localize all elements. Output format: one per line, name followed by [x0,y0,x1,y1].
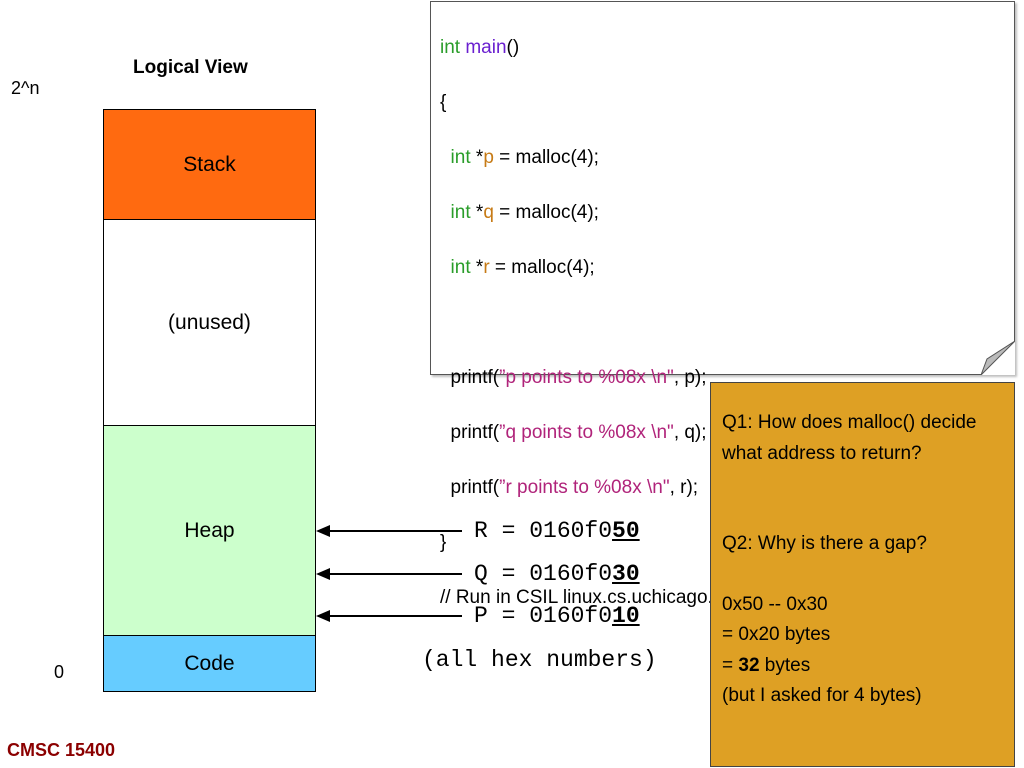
pointer-r-value: R = 0160f050 [474,518,640,544]
heap-label: Heap [184,518,235,542]
course-footer: CMSC 15400 [7,740,116,760]
code-line: int main() [440,36,520,58]
question-2: Q2: Why is there a gap? [722,533,927,554]
code-line: } [440,531,447,553]
pointer-row-q: Q = 0160f030 [316,559,640,589]
code-line: // Run in CSIL linux.cs.uchicago.edu [440,586,745,608]
calc-line-3: = 32 bytes [722,654,811,676]
code-segment: Code [103,635,316,692]
code-line: int *q = malloc(4); [440,201,599,223]
calc-line-2: = 0x20 bytes [722,624,831,645]
code-note [430,1,1015,375]
calc-line-1: 0x50 -- 0x30 [722,593,828,615]
code-line: printf(”r points to %08x \n", r); [440,476,699,498]
code-line: { [440,91,447,113]
code-line: printf(”p points to %08x \n", p); [440,366,707,388]
code-block: int main() { int *p = malloc(4); int *q … [440,6,745,639]
calc-line-4: (but I asked for 4 bytes) [722,685,922,706]
page-fold-icon [981,341,1015,375]
hex-note: (all hex numbers) [422,647,657,673]
logical-view-title: Logical View [133,57,248,78]
pointer-row-p: P = 0160f010 [316,601,640,631]
question-1: Q1: How does malloc() decide what addres… [722,412,977,464]
heap-segment: Heap [103,425,316,636]
unused-label: (unused) [168,310,251,334]
arrow-left-icon [316,568,462,580]
stack-segment: Stack [103,109,316,220]
stack-label: Stack [183,152,236,176]
unused-segment: (unused) [103,219,316,426]
top-address-label: 2^n [11,78,40,98]
code-line: ​ [440,309,745,337]
bottom-address-label: 0 [54,662,65,682]
pointer-q-value: Q = 0160f030 [474,561,640,587]
pointer-p-value: P = 0160f010 [474,603,640,629]
code-label: Code [184,651,235,675]
code-line: int *p = malloc(4); [440,146,599,168]
arrow-left-icon [316,610,462,622]
question-box: Q1: How does malloc() decide what addres… [710,382,1015,767]
arrow-left-icon [316,525,462,537]
code-line: printf(”q points to %08x \n", q); [440,421,707,443]
pointer-row-r: R = 0160f050 [316,516,640,546]
code-line: int *r = malloc(4); [440,256,595,278]
